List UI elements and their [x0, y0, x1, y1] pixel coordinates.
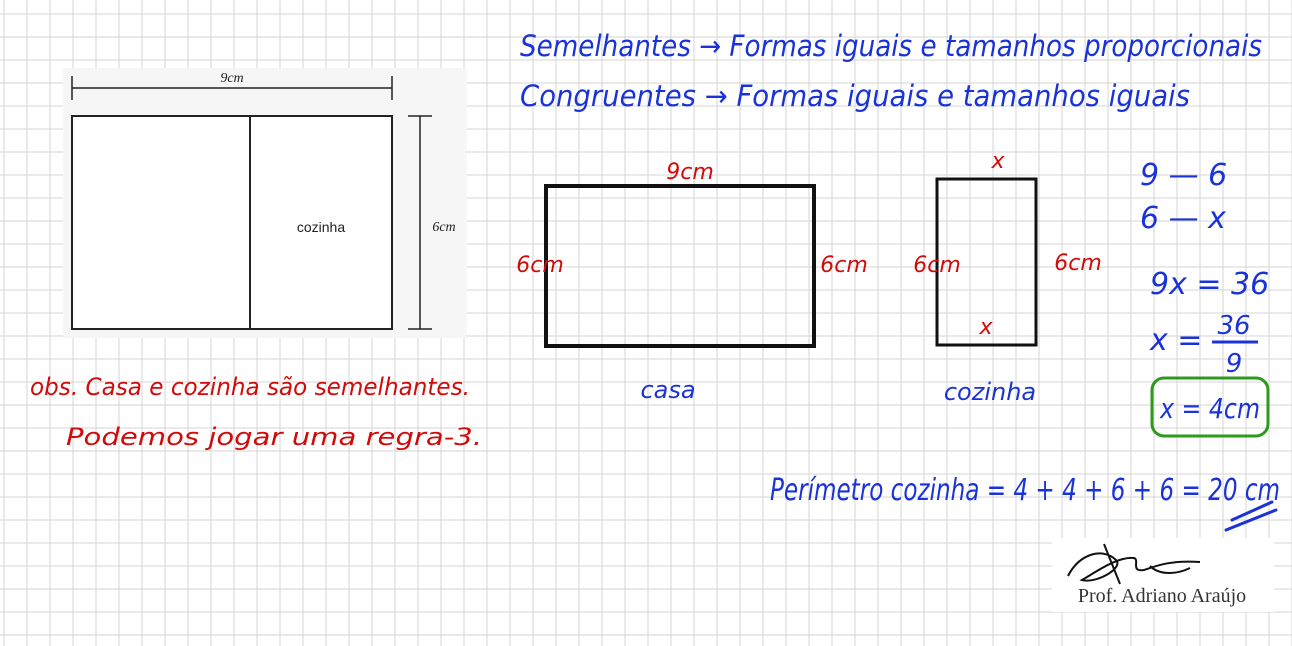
- cozinha-diagram: x 6cm 6cm x cozinha: [913, 149, 1102, 406]
- house-outline: [71, 115, 393, 330]
- proportion-row-1: 9 — 6: [1140, 158, 1227, 193]
- cozinha-left-label: 6cm: [913, 253, 961, 278]
- casa-left-label: 6cm: [516, 253, 564, 278]
- equation-1: 9x = 36: [1150, 267, 1269, 302]
- definition-congruent: Congruentes → Formas iguais e tamanhos i…: [520, 79, 1190, 113]
- answer-box: [1150, 376, 1270, 438]
- observation-line-2: Podemos jogar uma regra-3.: [66, 423, 482, 451]
- signature-name: Prof. Adriano Araújo: [1078, 585, 1246, 607]
- perimeter-calculation: Perímetro cozinha = 4 + 4 + 6 + 6 = 20 c…: [770, 473, 1280, 508]
- room-label: cozinha: [297, 219, 345, 235]
- casa-top-label: 9cm: [666, 160, 714, 185]
- equation-2-numerator: 36: [1217, 311, 1250, 341]
- cozinha-right-label: 6cm: [1054, 251, 1102, 276]
- casa-label: casa: [640, 376, 695, 404]
- cozinha-label: cozinha: [944, 378, 1036, 406]
- equation-2-denominator: 9: [1226, 349, 1243, 379]
- equation-2-lhs: x =: [1149, 323, 1202, 358]
- rule-of-three-calculation: 9 — 6 6 — x 9x = 36 x = 36 9 x = 4cm: [1140, 158, 1270, 438]
- printed-figure: 9cm cozinha 6cm: [63, 68, 467, 338]
- signature-block: Prof. Adriano Araújo: [1052, 538, 1274, 612]
- handwritten-signature: [1067, 543, 1201, 585]
- casa-rectangle: [544, 184, 816, 348]
- definition-similar: Semelhantes → Formas iguais e tamanhos p…: [520, 29, 1262, 63]
- proportion-row-2: 6 — x: [1140, 201, 1226, 236]
- observation-line-1: obs. Casa e cozinha são semelhantes.: [30, 373, 470, 401]
- cozinha-top-label: x: [990, 149, 1005, 174]
- height-label: 6cm: [432, 220, 455, 235]
- answer: x = 4cm: [1159, 392, 1260, 425]
- cozinha-inner-label: x: [978, 315, 993, 340]
- casa-right-label: 6cm: [820, 253, 868, 278]
- cozinha-rectangle: [935, 177, 1038, 347]
- width-label: 9cm: [220, 71, 243, 86]
- double-underline-mark: [1224, 500, 1278, 532]
- casa-diagram: 9cm 6cm 6cm casa: [516, 160, 868, 404]
